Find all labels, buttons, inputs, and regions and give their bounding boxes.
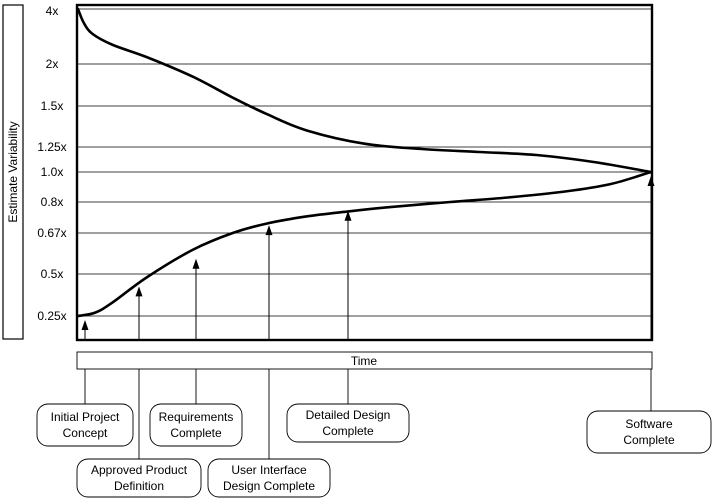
lower-bound-curve [76,170,653,318]
milestone-arrow-head [265,225,273,236]
milestone-callout-box [36,403,134,447]
milestone-arrow-head [192,258,200,269]
y-tick-label: 0.25x [37,309,66,323]
milestone-callout-box [586,410,712,454]
upper-bound-curve [76,7,653,174]
y-tick-label: 0.5x [41,267,64,281]
plot-frame [75,3,654,342]
milestone-callout-box [149,403,243,447]
y-axis-label: Estimate Variability [6,121,20,222]
ylabel-box [2,4,24,340]
milestone-callout-box [207,458,331,498]
milestone-callout-box [76,458,202,498]
y-tick-labels: 4x 2x 1.5x 1.25x 1.0x 0.8x 0.67x 0.5x 0.25x [37,4,66,323]
milestone-arrow-head [647,176,655,186]
series-layer [76,7,653,318]
y-tick-label: 1.0x [41,165,64,179]
milestone-arrow-head [81,320,89,330]
grid [77,8,652,317]
y-tick-label: 1.25x [37,140,66,154]
y-tick-label: 0.8x [41,195,64,209]
milestone-arrow-head [344,210,352,221]
milestone-arrow-head [135,286,143,297]
y-tick-label: 4x [46,4,59,18]
y-tick-label: 2x [46,57,59,71]
y-tick-label: 1.5x [41,99,64,113]
x-axis-label: Time [351,354,378,368]
y-tick-label: 0.67x [37,226,66,240]
time-axis-box [76,351,653,370]
milestone-callout-box [286,403,410,443]
